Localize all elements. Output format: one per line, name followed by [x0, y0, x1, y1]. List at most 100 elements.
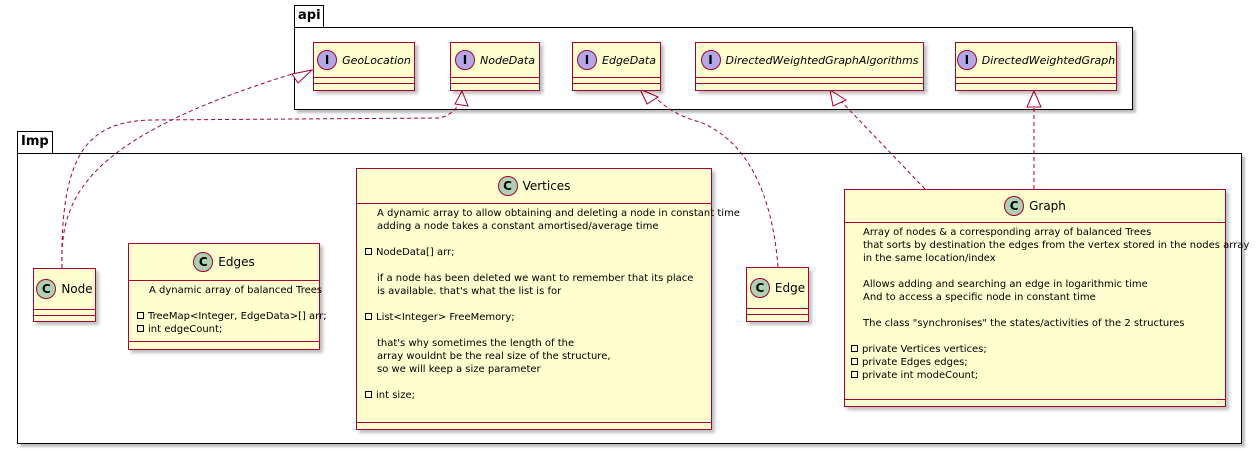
package-imp-tab: Imp [17, 131, 53, 154]
divider [357, 203, 711, 204]
divider [845, 399, 1225, 400]
class-node[interactable]: C Node [33, 268, 96, 322]
visibility-icon [137, 311, 144, 319]
note-line [365, 259, 740, 272]
note-line: array wouldnt be the real size of the st… [365, 350, 740, 363]
line-text: And to access a specific node in constan… [863, 292, 1096, 303]
note-line [365, 376, 740, 389]
interface-directedweightedgraph[interactable]: I DirectedWeightedGraph [955, 42, 1117, 91]
note-line: And to access a specific node in constan… [851, 291, 1249, 304]
visibility-icon [851, 344, 858, 352]
class-badge-icon: C [749, 278, 770, 298]
divider [696, 77, 923, 78]
divider [451, 77, 539, 78]
interface-algorithms[interactable]: I DirectedWeightedGraphAlgorithms [695, 42, 924, 91]
divider [129, 341, 319, 342]
interface-name: DirectedWeightedGraphAlgorithms [725, 53, 919, 67]
divider [747, 308, 808, 309]
divider [34, 309, 95, 310]
interface-name: GeoLocation [342, 53, 411, 67]
line-text: List<Integer> FreeMemory; [376, 312, 515, 323]
interface-name: EdgeData [602, 53, 656, 67]
package-api-tab: api [294, 5, 324, 28]
line-text: The class "synchronises" the states/acti… [863, 318, 1185, 329]
class-vertices-body: A dynamic array to allow obtaining and d… [365, 207, 740, 402]
field-line: private Edges edges; [851, 356, 1249, 369]
visibility-icon [137, 324, 144, 332]
divider [573, 77, 660, 78]
note-line [851, 330, 1249, 343]
divider [956, 77, 1116, 78]
field-line: List<Integer> FreeMemory; [365, 311, 740, 324]
graph-algorithms-relation [837, 97, 926, 190]
node-geolocation-relation [61, 73, 293, 269]
interface-geolocation[interactable]: I GeoLocation [313, 42, 415, 91]
divider [451, 83, 539, 84]
class-name: Vertices [522, 179, 571, 193]
divider [747, 314, 808, 315]
line-text: adding a node takes a constant amortised… [377, 221, 659, 232]
line-text: private int modeCount; [862, 370, 979, 381]
note-line [365, 298, 740, 311]
class-name: Graph [1029, 199, 1066, 213]
nodedata-arrowhead [454, 89, 469, 107]
note-line: that's why sometimes the length of the [365, 337, 740, 350]
line-text: NodeData[] arr; [376, 247, 455, 258]
interface-edgedata[interactable]: I EdgeData [572, 42, 661, 91]
divider [314, 83, 414, 84]
divider [956, 83, 1116, 84]
interface-badge-icon: I [700, 50, 721, 70]
class-name: Edges [218, 255, 255, 269]
line-text: in the same location/index [863, 253, 996, 264]
line-text: is available. that's what the list is fo… [377, 286, 562, 297]
note-line: Allows adding and searching an edge in l… [851, 278, 1249, 291]
class-vertices[interactable]: C Vertices A dynamic array to allow obta… [356, 168, 740, 430]
note-line: so we will keep a size parameter [365, 363, 740, 376]
divider [34, 315, 95, 316]
line-text: A dynamic array to allow obtaining and d… [377, 208, 740, 219]
note-line: if a node has been deleted we want to re… [365, 272, 740, 285]
graph-iface-arrowhead [1026, 89, 1042, 108]
geolocation-arrowhead [291, 69, 314, 84]
divider [314, 77, 414, 78]
note-line [365, 324, 740, 337]
note-line: A dynamic array of balanced Trees [137, 284, 327, 297]
class-graph[interactable]: C Graph Array of nodes & a corresponding… [844, 189, 1249, 407]
visibility-icon [365, 247, 372, 255]
divider [845, 222, 1225, 223]
package-imp-label: Imp [21, 134, 49, 149]
package-api-label: api [298, 8, 321, 23]
divider [129, 280, 319, 281]
note-line [365, 233, 740, 246]
line-text: int edgeCount; [148, 324, 223, 335]
class-badge-icon: C [497, 176, 518, 196]
class-edge[interactable]: C Edge [746, 267, 809, 322]
note-line: A dynamic array to allow obtaining and d… [365, 207, 740, 220]
divider [696, 83, 923, 84]
divider [573, 83, 660, 84]
divider [357, 422, 711, 423]
field-line: NodeData[] arr; [365, 246, 740, 259]
class-edges[interactable]: C Edges A dynamic array of balanced Tree… [128, 243, 327, 350]
interface-badge-icon: I [455, 50, 475, 70]
interface-badge-icon: I [956, 50, 977, 70]
class-graph-body: Array of nodes & a corresponding array o… [851, 226, 1249, 382]
line-text: Allows adding and searching an edge in l… [863, 279, 1148, 290]
note-line [851, 265, 1249, 278]
note-line: adding a node takes a constant amortised… [365, 220, 740, 233]
line-text: Array of nodes & a corresponding array o… [863, 227, 1152, 238]
interface-badge-icon: I [577, 50, 598, 70]
interface-nodedata[interactable]: I NodeData [450, 42, 540, 91]
node-nodedata-relation [61, 93, 462, 269]
edgedata-arrowhead [638, 88, 660, 105]
line-text: so we will keep a size parameter [377, 364, 541, 375]
edge-edgedata-relation [653, 95, 779, 268]
class-badge-icon: C [1004, 196, 1025, 216]
visibility-icon [851, 370, 858, 378]
line-text: int size; [376, 390, 415, 401]
line-text: private Edges edges; [862, 357, 968, 368]
note-line: in the same location/index [851, 252, 1249, 265]
field-line: int edgeCount; [137, 323, 327, 336]
note-line [137, 297, 327, 310]
field-line: TreeMap<Integer, EdgeData>[] arr; [137, 310, 327, 323]
